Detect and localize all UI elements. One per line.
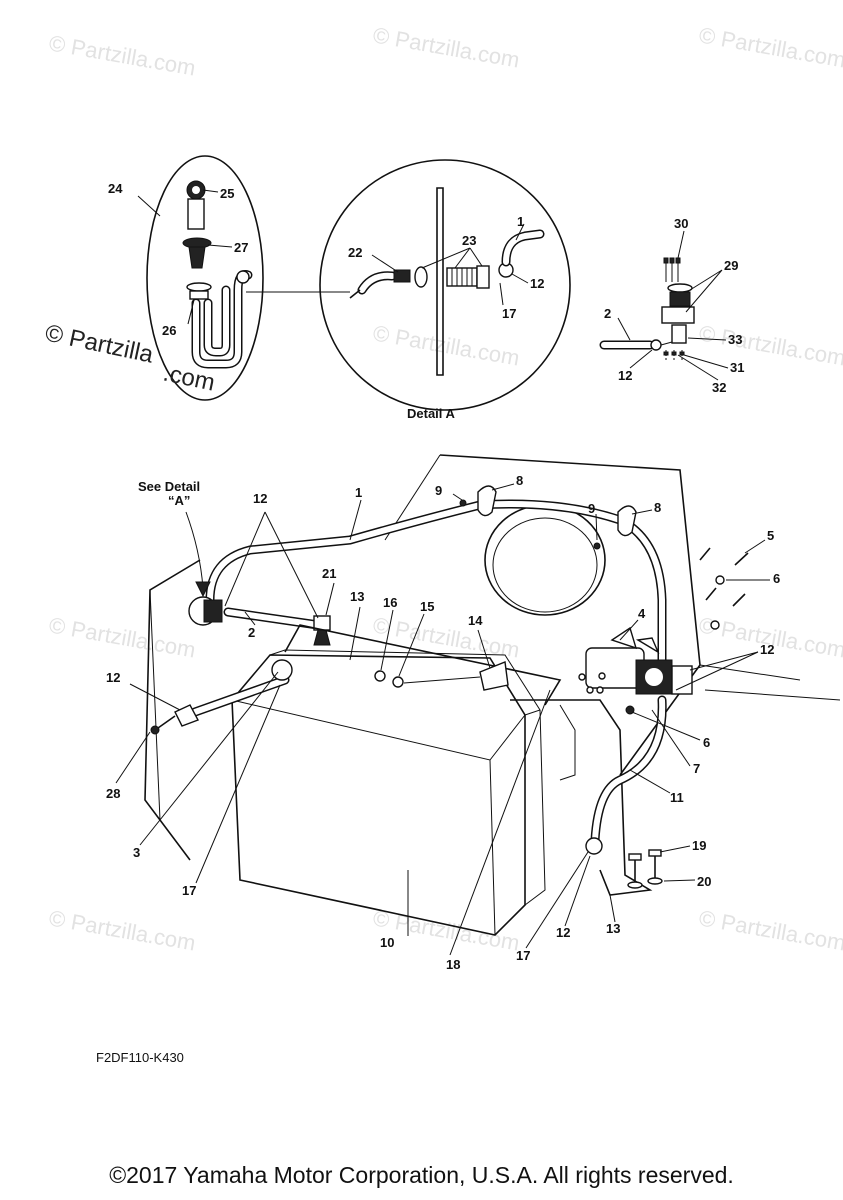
callout-31: 31 bbox=[730, 360, 744, 375]
callout-16: 16 bbox=[383, 595, 397, 610]
callout-13: 13 bbox=[606, 921, 620, 936]
watermark: © Partzilla.com bbox=[697, 320, 843, 370]
callout-24: 24 bbox=[108, 181, 123, 196]
callout-6: 6 bbox=[703, 735, 710, 750]
callout-9: 9 bbox=[435, 483, 442, 498]
callout-12: 12 bbox=[106, 670, 120, 685]
callout-2: 2 bbox=[248, 625, 255, 640]
callout-30: 30 bbox=[674, 216, 688, 231]
watermark: © Partzilla.com bbox=[47, 905, 197, 955]
main-assembly bbox=[115, 454, 841, 956]
callout-17-detail: 17 bbox=[502, 306, 516, 321]
callout-12: 12 bbox=[760, 642, 774, 657]
callout-7: 7 bbox=[693, 761, 700, 776]
callout-14: 14 bbox=[468, 613, 483, 628]
callout-22: 22 bbox=[348, 245, 362, 260]
callout-8: 8 bbox=[516, 473, 523, 488]
callout-23: 23 bbox=[462, 233, 476, 248]
callout-11: 11 bbox=[670, 790, 684, 805]
watermark: © Partzilla.com bbox=[47, 612, 197, 662]
callout-12-valve: 12 bbox=[618, 368, 632, 383]
part-code-label: F2DF110-K430 bbox=[96, 1050, 184, 1065]
callout-3: 3 bbox=[133, 845, 140, 860]
callout-20: 20 bbox=[697, 874, 711, 889]
detail-a-label: Detail A bbox=[407, 406, 456, 421]
callout-21: 21 bbox=[322, 566, 336, 581]
callout-17: 17 bbox=[516, 948, 530, 963]
callout-4: 4 bbox=[638, 606, 646, 621]
callout-6: 6 bbox=[773, 571, 780, 586]
callout-15: 15 bbox=[420, 599, 434, 614]
callout-1: 1 bbox=[355, 485, 362, 500]
callout-5: 5 bbox=[767, 528, 774, 543]
callout-19: 19 bbox=[692, 838, 706, 853]
watermark: © Partzilla.com bbox=[47, 30, 197, 80]
watermark: © Partzilla.com bbox=[697, 905, 843, 955]
callout-18: 18 bbox=[446, 957, 460, 972]
callout-1-detail: 1 bbox=[517, 214, 524, 229]
see-detail-label: See Detail bbox=[138, 479, 200, 494]
copyright-notice: ©2017 Yamaha Motor Corporation, U.S.A. A… bbox=[109, 1162, 734, 1188]
callout-25: 25 bbox=[220, 186, 234, 201]
callout-13: 13 bbox=[350, 589, 364, 604]
watermark: © Partzilla.com bbox=[371, 22, 521, 72]
callout-2-valve: 2 bbox=[604, 306, 611, 321]
valve-subassembly bbox=[599, 230, 729, 381]
see-detail-letter: “A” bbox=[168, 493, 190, 508]
callout-29: 29 bbox=[724, 258, 738, 273]
callout-8: 8 bbox=[654, 500, 661, 515]
detail-a-circle bbox=[319, 159, 571, 411]
callout-12: 12 bbox=[556, 925, 570, 940]
callout-12-detail: 12 bbox=[530, 276, 544, 291]
callout-26: 26 bbox=[162, 323, 176, 338]
watermark: © Partzilla.com bbox=[371, 320, 521, 370]
watermark-prominent: © Partzilla bbox=[43, 319, 157, 368]
pickup-assembly-oval bbox=[137, 155, 264, 401]
callout-9: 9 bbox=[588, 501, 595, 516]
callout-17: 17 bbox=[182, 883, 196, 898]
callout-32: 32 bbox=[712, 380, 726, 395]
watermark: © Partzilla.com bbox=[697, 22, 843, 72]
callout-12: 12 bbox=[253, 491, 267, 506]
callout-33: 33 bbox=[728, 332, 742, 347]
callout-28: 28 bbox=[106, 786, 120, 801]
callout-27: 27 bbox=[234, 240, 248, 255]
callout-10: 10 bbox=[380, 935, 394, 950]
